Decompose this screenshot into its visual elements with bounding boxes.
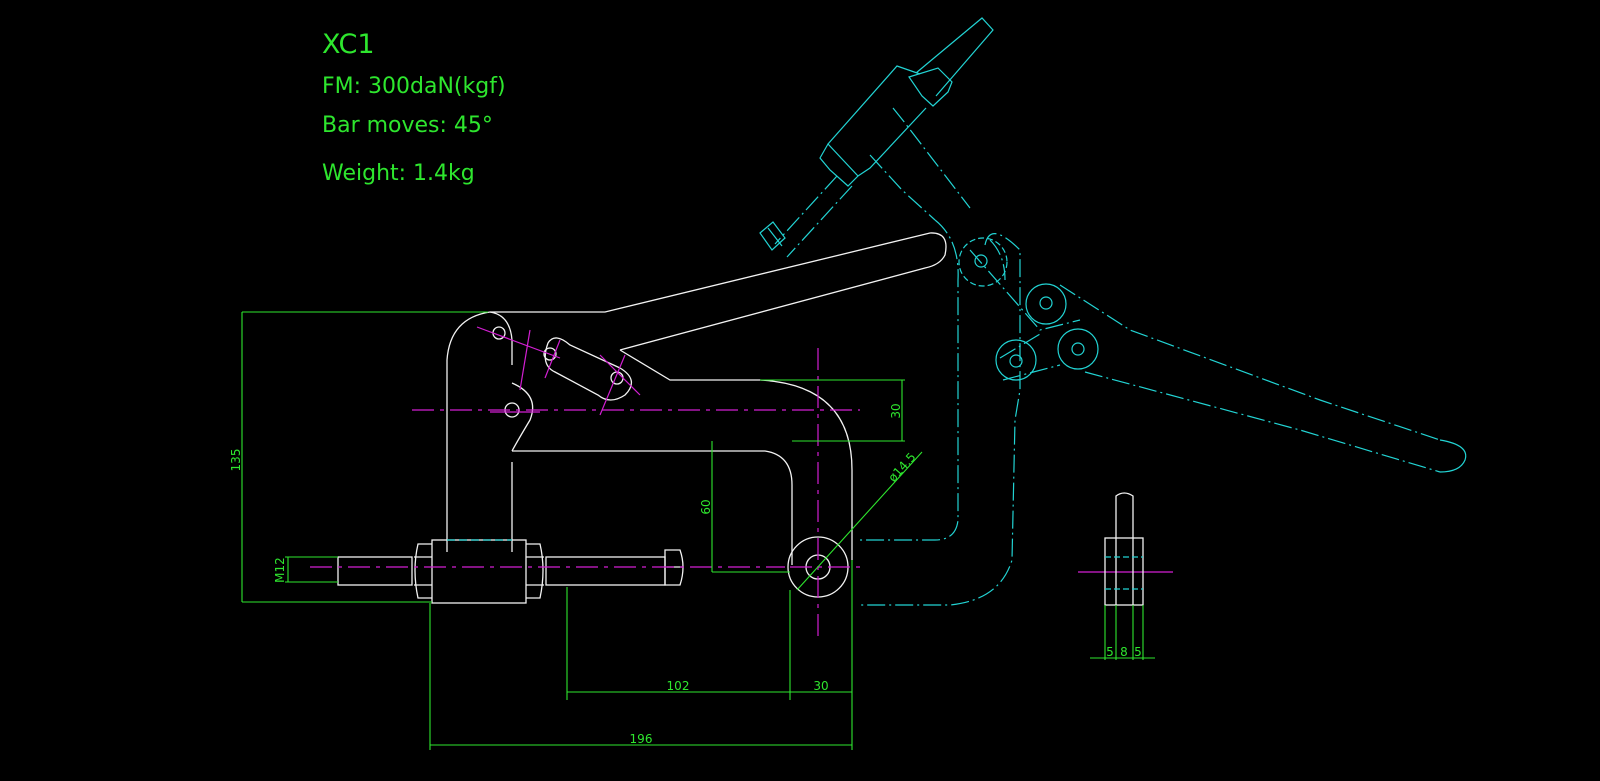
dimensions: 135 M12 30 60 ø14.5 102 30 196 [229,311,923,750]
dim-arm-gap: 30 [889,403,903,418]
force-label: FM: 300daN(kgf) [322,74,506,99]
dim-thread: M12 [273,557,287,583]
dim-hook-depth: 60 [699,499,713,514]
dim-side-c: 5 [1134,645,1142,659]
weight-label: Weight: 1.4kg [322,161,475,186]
dim-side-a: 5 [1106,645,1114,659]
side-view: 5 8 5 [1090,492,1155,660]
dim-hook-width: 30 [813,679,828,693]
dim-height: 135 [229,449,243,472]
centerlines [310,326,1173,640]
clamp-body [337,232,947,604]
dim-side-b: 8 [1120,645,1128,659]
bar-moves-label: Bar moves: 45° [322,113,493,138]
dim-overall-length: 196 [630,732,653,746]
dim-hole-diameter: ø14.5 [885,450,918,485]
open-position-outline [759,17,1467,606]
model-label: XC1 [322,29,375,60]
spec-block: XC1 FM: 300daN(kgf) Bar moves: 45° Weigh… [322,29,506,186]
dim-screw-offset: 102 [667,679,690,693]
